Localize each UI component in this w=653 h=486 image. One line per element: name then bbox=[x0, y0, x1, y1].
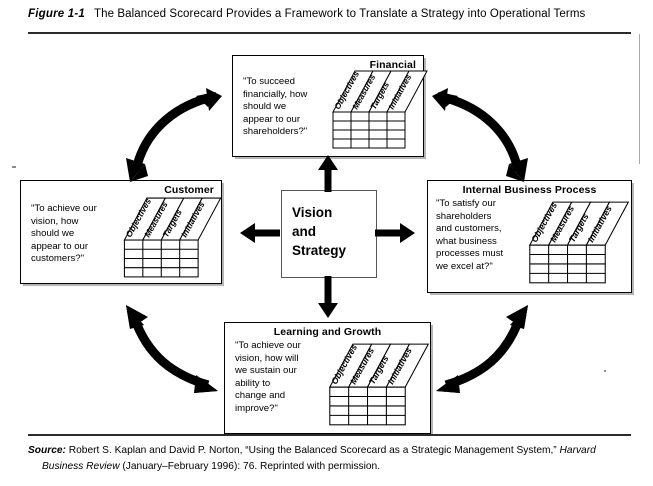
perspective-card-customer[interactable]: Customer "To achieve our vision, how sho… bbox=[20, 180, 222, 284]
perspective-card-internal-business-process[interactable]: Internal Business Process "To satisfy ou… bbox=[427, 180, 632, 293]
scorecard-grid-learning-and-growth: Objectives Measures Targets Initiatives bbox=[328, 341, 430, 429]
source-text-b: (January–February 1996): 76. Reprinted w… bbox=[119, 461, 381, 472]
perspective-card-financial[interactable]: Financial "To succeed financially, how s… bbox=[232, 55, 428, 157]
page-title: The Balanced Scorecard Provides a Framew… bbox=[93, 8, 586, 20]
source-line-2: Business Review (January–February 1996):… bbox=[42, 459, 633, 475]
scan-edge-artifact bbox=[639, 34, 640, 164]
figure-caption: Figure 1-1 The Balanced Scorecard Provide… bbox=[28, 8, 633, 20]
perspective-quote-customer: "To achieve our vision, how should we ap… bbox=[31, 203, 97, 265]
perspective-heading-internal-business-process: Internal Business Process bbox=[462, 184, 597, 196]
perspective-heading-customer: Customer bbox=[164, 184, 214, 196]
source-note: Source: Robert S. Kaplan and David P. No… bbox=[28, 443, 633, 475]
scorecard-grid-internal-business-process: Objectives Measures Targets Initiatives bbox=[528, 199, 630, 287]
perspective-heading-financial: Financial bbox=[369, 59, 416, 71]
vision-and-strategy-label: Vision and Strategy bbox=[292, 205, 347, 258]
double-curved-arrow-bottom-left-icon bbox=[104, 295, 230, 405]
figure-number: Figure 1-1 bbox=[28, 8, 85, 20]
double-curved-arrow-top-right-icon bbox=[424, 78, 550, 191]
arrow-left-to-customer-icon bbox=[240, 222, 280, 249]
scan-speck bbox=[604, 370, 606, 372]
vision-and-strategy-box[interactable]: Vision and Strategy bbox=[281, 190, 377, 278]
arrow-right-to-internal-icon bbox=[375, 222, 415, 249]
scan-speck bbox=[12, 166, 16, 168]
arrow-up-to-financial-icon bbox=[317, 155, 339, 197]
footer-divider bbox=[28, 434, 631, 436]
header-divider bbox=[28, 32, 631, 34]
perspective-heading-learning-and-growth: Learning and Growth bbox=[273, 326, 382, 338]
perspective-quote-learning-and-growth: "To achieve our vision, how will we sust… bbox=[235, 340, 301, 414]
perspective-card-learning-and-growth[interactable]: Learning and Growth "To achieve our visi… bbox=[224, 322, 431, 434]
scorecard-grid-financial: Objectives Measures Targets Initiatives bbox=[332, 68, 428, 152]
double-curved-arrow-bottom-right-icon bbox=[424, 295, 550, 405]
scorecard-grid-customer: Objectives Measures Targets Initiatives bbox=[123, 195, 222, 281]
perspective-quote-internal-business-process: "To satisfy our shareholders and custome… bbox=[436, 198, 504, 272]
source-journal-part1: Harvard bbox=[559, 445, 596, 456]
double-curved-arrow-top-left-icon bbox=[104, 78, 230, 191]
source-label: Source: bbox=[28, 445, 66, 456]
arrow-down-to-learning-icon bbox=[317, 276, 339, 323]
source-journal-part2: Business Review bbox=[42, 461, 120, 472]
perspective-quote-financial: "To succeed financially, how should we a… bbox=[243, 76, 308, 138]
source-text-a: Robert S. Kaplan and David P. Norton, “U… bbox=[65, 445, 560, 456]
